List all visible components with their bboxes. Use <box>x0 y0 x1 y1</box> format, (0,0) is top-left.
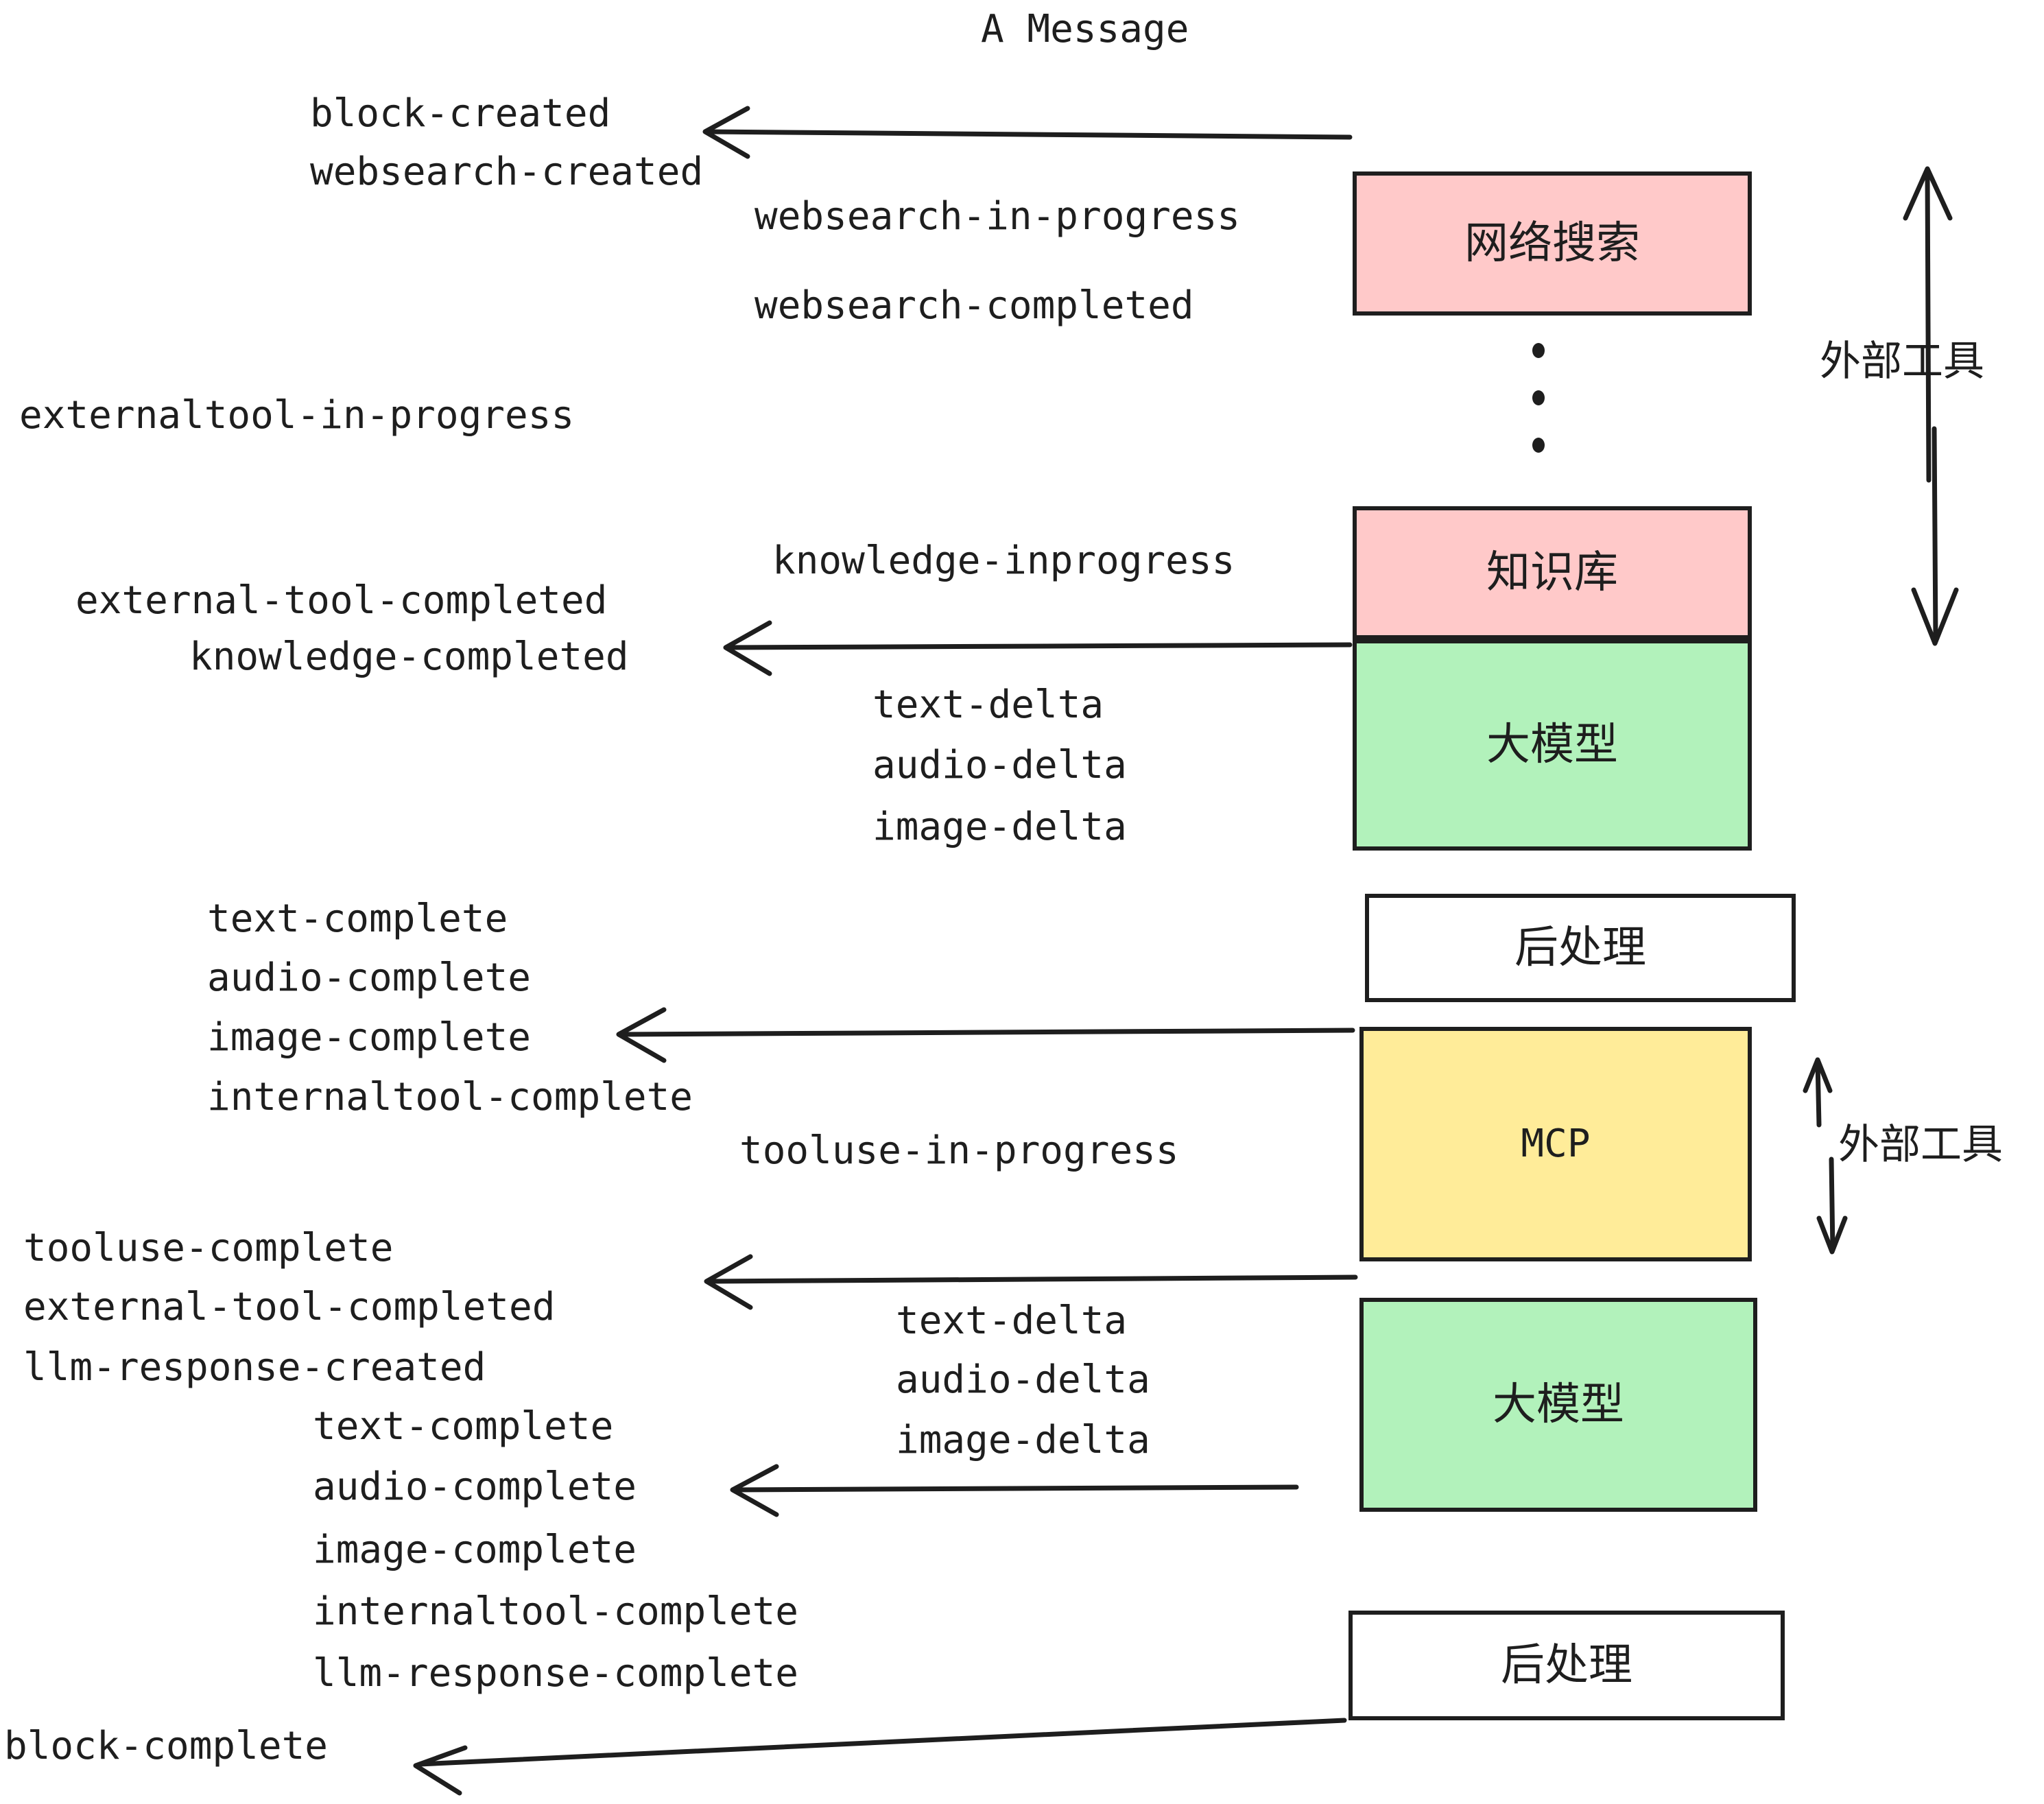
ellipsis-dot <box>1532 438 1545 453</box>
arrow-external-tool-bottom-down <box>1816 1156 1848 1255</box>
arrow-websearch-to-blockcreated <box>702 106 1353 159</box>
event-knowledge-completed: knowledge-completed <box>189 634 629 679</box>
event-tooluse-in-progress: tooluse-in-progress <box>739 1128 1179 1173</box>
event-external-tool-completed-1: external-tool-completed <box>75 578 608 623</box>
arrow-postprocess2-to-blockcomplete <box>413 1718 1347 1796</box>
event-image-delta-2: image-delta <box>896 1418 1150 1462</box>
diagram-title: A Message <box>981 7 1189 51</box>
event-image-complete-2: image-complete <box>313 1528 637 1572</box>
box-websearch[interactable]: 网络搜索 <box>1353 171 1752 316</box>
ellipsis-dot <box>1532 390 1545 405</box>
arrowhead <box>1803 1057 1833 1093</box>
arrow-knowledge-to-completed <box>723 620 1353 676</box>
event-websearch-completed: websearch-completed <box>754 283 1194 328</box>
event-external-tool-completed-2: external-tool-completed <box>23 1285 556 1329</box>
event-image-delta-1: image-delta <box>872 805 1127 849</box>
box-mcp-label: MCP <box>1521 1121 1591 1166</box>
event-text-complete-1: text-complete <box>207 897 508 941</box>
event-image-complete-1: image-complete <box>207 1015 532 1060</box>
event-block-created: block-created <box>310 91 611 136</box>
box-mcp[interactable]: MCP <box>1359 1027 1752 1261</box>
box-postprocess-1-label: 后处理 <box>1514 923 1646 973</box>
event-tooluse-complete: tooluse-complete <box>23 1226 394 1270</box>
arrow-external-tool-top-down <box>1911 426 1959 646</box>
box-postprocess-2[interactable]: 后处理 <box>1348 1611 1785 1720</box>
event-audio-delta-1: audio-delta <box>872 743 1127 787</box>
event-text-delta-1: text-delta <box>872 683 1104 727</box>
event-internaltool-complete-1: internaltool-complete <box>207 1075 693 1119</box>
event-internaltool-complete-2: internaltool-complete <box>313 1589 799 1634</box>
box-llm-1-label: 大模型 <box>1486 720 1618 770</box>
event-audio-complete-1: audio-complete <box>207 956 532 1000</box>
box-postprocess-2-label: 后处理 <box>1501 1640 1632 1691</box>
arrow-external-tool-bottom-up <box>1803 1057 1833 1128</box>
box-postprocess-1[interactable]: 后处理 <box>1365 894 1796 1002</box>
event-externaltool-in-progress: externaltool-in-progress <box>19 393 575 438</box>
ellipsis-dot <box>1532 343 1545 358</box>
box-knowledge[interactable]: 知识库 <box>1353 506 1752 639</box>
arrow-external-tool-top-up <box>1903 166 1953 483</box>
event-websearch-in-progress: websearch-in-progress <box>754 194 1241 239</box>
event-text-delta-2: text-delta <box>896 1298 1128 1343</box>
external-tool-label-bottom: 外部工具 <box>1838 1121 2003 1169</box>
box-knowledge-label: 知识库 <box>1486 547 1618 598</box>
box-llm-1[interactable]: 大模型 <box>1353 639 1752 851</box>
event-llm-response-complete: llm-response-complete <box>313 1651 799 1696</box>
event-text-complete-2: text-complete <box>313 1404 614 1449</box>
box-websearch-label: 网络搜索 <box>1464 218 1640 269</box>
event-websearch-created: websearch-created <box>310 150 704 194</box>
box-llm-2[interactable]: 大模型 <box>1359 1298 1757 1512</box>
box-llm-2-label: 大模型 <box>1493 1379 1624 1430</box>
vertical-ellipsis <box>1530 343 1547 453</box>
arrow-llm2-to-audiocomplete <box>730 1464 1299 1517</box>
event-audio-delta-2: audio-delta <box>896 1357 1150 1402</box>
event-llm-response-created: llm-response-created <box>23 1345 486 1390</box>
event-audio-complete-2: audio-complete <box>313 1464 637 1509</box>
arrow-postprocess1-to-imagecomplete <box>616 1007 1355 1063</box>
event-block-complete: block-complete <box>4 1724 329 1768</box>
external-tool-label-top: 外部工具 <box>1820 337 1984 385</box>
event-knowledge-inprogress: knowledge-inprogress <box>772 538 1235 583</box>
